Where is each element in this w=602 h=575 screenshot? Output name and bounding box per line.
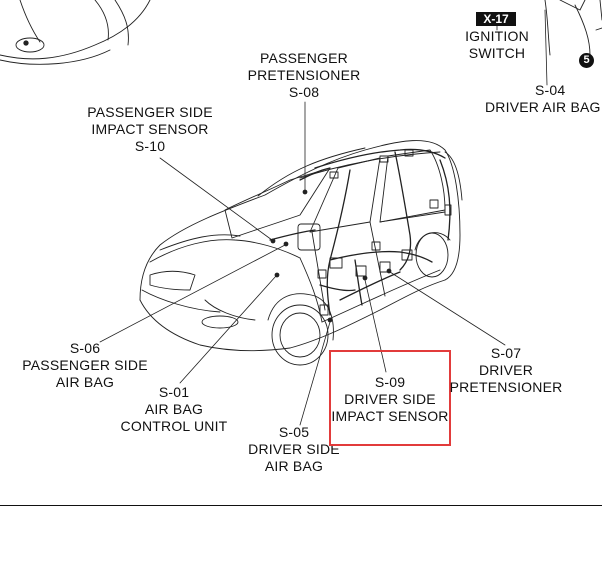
bottom-divider-line — [0, 505, 602, 506]
label-driver-side-air-bag: S-05 DRIVER SIDE AIR BAG — [248, 424, 340, 474]
label-ignition-switch: IGNITION SWITCH — [465, 28, 529, 61]
highlight-box-driver-side-impact-sensor — [329, 350, 451, 446]
top-left-car-fragment — [0, 0, 151, 65]
label-passenger-side-air-bag: S-06 PASSENGER SIDE AIR BAG — [22, 340, 148, 390]
label-air-bag-control-unit: S-01 AIR BAG CONTROL UNIT — [120, 384, 228, 434]
label-driver-pretensioner: S-07 DRIVER PRETENSIONER — [449, 345, 563, 395]
leader-lines — [99, 9, 548, 426]
label-passenger-pretensioner: PASSENGER PRETENSIONER S-08 — [247, 50, 361, 100]
label-driver-side-impact-sensor: S-09 DRIVER SIDE IMPACT SENSOR — [331, 374, 449, 424]
label-driver-air-bag-top: S-04 DRIVER AIR BAG — [485, 82, 601, 115]
car-illustration — [139, 140, 463, 366]
x-17-badge: X-17 — [476, 12, 516, 26]
top-right-switch-fragment — [544, 0, 602, 56]
label-passenger-side-impact-sensor: PASSENGER SIDE IMPACT SENSOR S-10 — [87, 104, 213, 154]
number-5-marker: 5 — [579, 53, 594, 68]
